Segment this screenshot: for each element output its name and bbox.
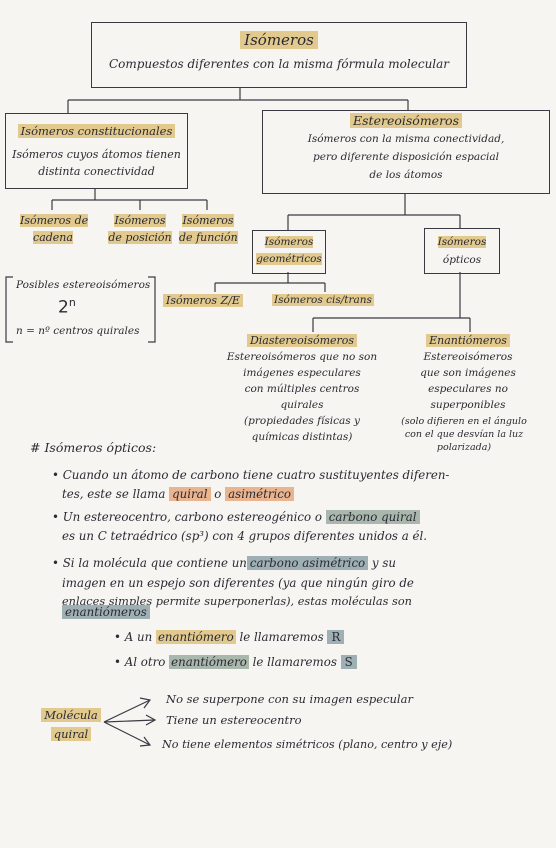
bullet-1-line2: tes, este se llama quiral o asimétrico — [62, 487, 294, 501]
bullet-3-line2: imagen en un espejo son diferentes (ya q… — [62, 576, 414, 590]
quiral-item-2: Tiene un estereocentro — [166, 713, 302, 727]
isomeros-posicion: Isómeros de posición — [108, 214, 172, 244]
quiral-item-3: No tiene elementos simétricos (plano, ce… — [162, 738, 453, 751]
letter-r: R — [327, 630, 345, 644]
formula-line3: n = nº centros quirales — [16, 325, 140, 337]
isomeros-funcion: Isómeros de función — [179, 214, 238, 244]
constitucionales-desc-2: distinta conectividad — [38, 165, 155, 178]
isomeros-cis-trans: Isómeros cis/trans — [272, 294, 374, 306]
constitucionales-title: Isómeros constitucionales — [17, 124, 176, 138]
root-title: Isómeros — [240, 31, 318, 49]
isomeros-cadena: Isómeros de cadena — [20, 214, 89, 244]
estereo-desc-1: Isómeros con la misma conectividad, — [307, 133, 505, 145]
sub-bullet-r: • A un enantiómero le llamaremos R — [114, 630, 345, 644]
estereo-desc-2: pero diferente disposición espacial — [313, 151, 499, 163]
isomeros-z-e: Isómeros Z/E — [163, 294, 243, 307]
estereo-desc-3: de los átomos — [369, 169, 443, 181]
constitucionales-desc-1: Isómeros cuyos átomos tienen — [12, 148, 181, 161]
sub-bullet-s: • Al otro enantiómero le llamaremos S — [114, 655, 357, 669]
root-desc: Compuestos diferentes con la misma fórmu… — [108, 57, 450, 71]
geometricos-title-1: Isómeros — [264, 236, 314, 248]
opticos-title-1: Isómeros — [437, 236, 487, 248]
bullet-1-line1: • Cuando un átomo de carbono tiene cuatr… — [52, 468, 450, 482]
term-asimetrico: asimétrico — [225, 487, 294, 501]
diastereo-block: Diastereoisómeros Estereoisómeros que no… — [226, 334, 378, 443]
heading-mark: # — [30, 440, 41, 455]
geometricos-box: Isómeros geométricos — [252, 230, 326, 274]
term-enantiomero-s: enantiómero — [169, 655, 249, 669]
term-carbono-quiral: carbono quiral — [325, 510, 420, 524]
bullet-2-line1: • Un estereocentro, carbono estereogénic… — [52, 510, 420, 524]
root-box: Isómeros Compuestos diferentes con la mi… — [91, 22, 467, 88]
geometricos-title-2: geométricos — [256, 253, 322, 265]
quiral-item-1: No se superpone con su imagen especular — [166, 692, 413, 706]
estereo-title: Estereoisómeros — [350, 113, 462, 128]
notes-heading: # Isómeros ópticos: — [30, 440, 157, 455]
formula-line1: Posibles estereoisómeros — [16, 279, 151, 291]
term-enantiomeros: enantiómeros — [62, 605, 150, 619]
bullet-3-line3: enlaces simples permite superponerlas), … — [62, 595, 412, 608]
enantio-note: (solo difieren en el ángulo con el que d… — [401, 416, 527, 453]
term-carbono-asimetrico: carbono asimétrico — [246, 556, 369, 570]
opticos-title-2: ópticos — [442, 254, 482, 266]
diastereo-title: Diastereoisómeros — [246, 334, 358, 347]
enantio-block: Enantiómeros Estereoisómeros que son imá… — [420, 334, 516, 411]
letter-s: S — [340, 655, 357, 669]
term-quiral: quiral — [169, 487, 211, 501]
constitucionales-box: Isómeros constitucionales Isómeros cuyos… — [5, 113, 188, 189]
enantio-title: Enantiómeros — [426, 334, 510, 347]
molecula-quiral-label: Molécula quiral — [38, 706, 104, 744]
estereo-box: Estereoisómeros Isómeros con la misma co… — [262, 110, 550, 194]
formula-2n: 2n — [58, 296, 76, 318]
opticos-box: Isómeros ópticos — [424, 228, 500, 274]
term-enantiomero-r: enantiómero — [155, 630, 236, 644]
bullet-2-line2: es un C tetraédrico (sp³) con 4 grupos d… — [62, 529, 428, 543]
bullet-3-line4: enantiómeros — [62, 605, 150, 619]
